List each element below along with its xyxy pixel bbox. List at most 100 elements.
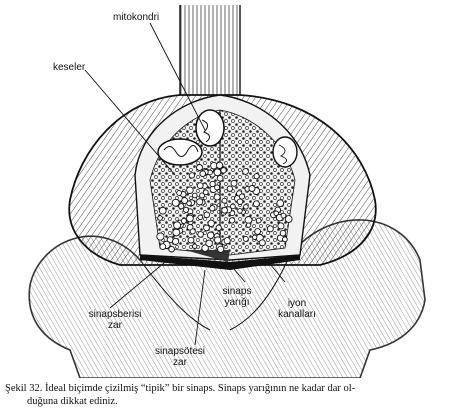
vesicle bbox=[221, 197, 228, 204]
vesicle bbox=[176, 190, 182, 196]
vesicle bbox=[238, 193, 246, 200]
vesicle bbox=[236, 198, 244, 205]
vesicle bbox=[255, 217, 262, 224]
vesicle bbox=[242, 235, 249, 242]
vesicle bbox=[203, 224, 210, 232]
vesicle bbox=[159, 243, 167, 250]
vesicle bbox=[182, 206, 190, 213]
vesicle bbox=[186, 214, 194, 223]
vesicle bbox=[214, 184, 221, 191]
label-ion-channels: iyon kanalları bbox=[272, 298, 322, 320]
vesicle bbox=[199, 192, 206, 199]
vesicle bbox=[226, 185, 233, 192]
vesicle bbox=[228, 217, 236, 224]
vesicle bbox=[168, 245, 175, 253]
vesicle bbox=[157, 215, 163, 221]
label-postsynaptic-membrane-line2: zar bbox=[173, 357, 187, 368]
vesicle bbox=[242, 168, 249, 175]
label-synaptic-cleft: sinaps yarığı bbox=[217, 286, 257, 308]
vesicle bbox=[196, 182, 204, 189]
vesicle bbox=[201, 244, 209, 252]
vesicle bbox=[230, 203, 236, 210]
vesicle bbox=[203, 211, 211, 219]
axon bbox=[179, 5, 241, 95]
vesicle bbox=[205, 239, 213, 248]
label-leader-lines bbox=[84, 22, 286, 346]
vesicle bbox=[243, 204, 249, 210]
vesicle bbox=[156, 232, 165, 241]
vesicle bbox=[197, 214, 204, 221]
vesicle bbox=[187, 236, 195, 244]
vesicle bbox=[280, 212, 287, 219]
vesicle bbox=[244, 216, 253, 224]
vesicle bbox=[213, 168, 222, 177]
label-synaptic-cleft-line1: sinaps bbox=[222, 286, 252, 297]
vesicle bbox=[252, 234, 258, 240]
caption-line-1: Şekil 32. İdeal biçimde çizilmiş “tipik”… bbox=[5, 383, 356, 394]
vesicle bbox=[216, 161, 224, 169]
vesicle bbox=[254, 228, 261, 235]
vesicle bbox=[196, 198, 204, 206]
vesicle bbox=[237, 208, 243, 214]
label-postsynaptic-membrane-line1: sinapsötesi bbox=[154, 346, 206, 357]
vesicle bbox=[279, 229, 287, 237]
vesicle bbox=[221, 206, 228, 214]
vesicle bbox=[248, 185, 256, 192]
vesicle bbox=[172, 228, 181, 237]
vesicle bbox=[273, 210, 279, 217]
vesicle bbox=[253, 173, 260, 180]
vesicle bbox=[172, 237, 180, 245]
vesicle bbox=[209, 205, 216, 212]
vesicle bbox=[209, 180, 216, 188]
vesicle bbox=[282, 236, 288, 243]
mitochondrion bbox=[157, 109, 298, 168]
vesicle bbox=[192, 192, 198, 199]
vesicle bbox=[215, 224, 222, 231]
label-vesicles: keseler bbox=[53, 62, 86, 73]
vesicle bbox=[188, 172, 196, 179]
vesicle bbox=[277, 222, 285, 230]
vesicle bbox=[186, 200, 192, 207]
label-postsynaptic-membrane: sinapsötesi zar bbox=[145, 346, 215, 368]
label-presynaptic-membrane: sinapsberisi zar bbox=[80, 309, 150, 331]
vesicle bbox=[207, 219, 215, 227]
vesicle bbox=[214, 236, 222, 244]
figure-caption: Şekil 32. İdeal biçimde çizilmiş “tipik”… bbox=[5, 382, 445, 408]
vesicle bbox=[216, 174, 224, 182]
label-presynaptic-membrane-line2: zar bbox=[108, 320, 122, 331]
synaptic-vesicles bbox=[156, 161, 293, 253]
vesicle bbox=[230, 179, 238, 187]
vesicle bbox=[217, 245, 225, 253]
vesicle bbox=[202, 189, 209, 196]
label-synaptic-cleft-line2: yarığı bbox=[224, 297, 250, 308]
caption-line-2: duğuna dikkat ediniz. bbox=[27, 396, 118, 407]
vesicle bbox=[258, 239, 266, 247]
label-ion-channels-line1: iyon bbox=[287, 298, 307, 309]
vesicle bbox=[158, 206, 167, 215]
synapse-illustration bbox=[28, 5, 426, 378]
vesicle bbox=[220, 167, 227, 174]
vesicle bbox=[192, 243, 198, 249]
synaptic-cleft bbox=[140, 250, 300, 270]
label-mitochondria: mitokondri bbox=[113, 12, 160, 23]
label-ion-channels-line2: kanalları bbox=[278, 309, 316, 320]
vesicle bbox=[284, 215, 293, 223]
vesicle bbox=[180, 217, 187, 224]
vesicle bbox=[207, 231, 215, 239]
vesicle bbox=[196, 164, 203, 171]
vesicle bbox=[181, 197, 189, 205]
vesicle bbox=[266, 225, 274, 233]
vesicle bbox=[189, 228, 196, 235]
vesicle bbox=[276, 199, 285, 208]
vesicle bbox=[197, 231, 204, 238]
vesicle bbox=[178, 203, 185, 210]
vesicle bbox=[171, 198, 180, 207]
label-presynaptic-membrane-line1: sinapsberisi bbox=[88, 309, 142, 320]
vesicle bbox=[252, 200, 260, 208]
vesicle bbox=[173, 221, 182, 230]
vesicle bbox=[223, 237, 231, 245]
vesicle bbox=[245, 222, 252, 228]
vesicle bbox=[186, 186, 194, 194]
vesicle bbox=[199, 170, 206, 177]
vesicle bbox=[213, 193, 221, 201]
